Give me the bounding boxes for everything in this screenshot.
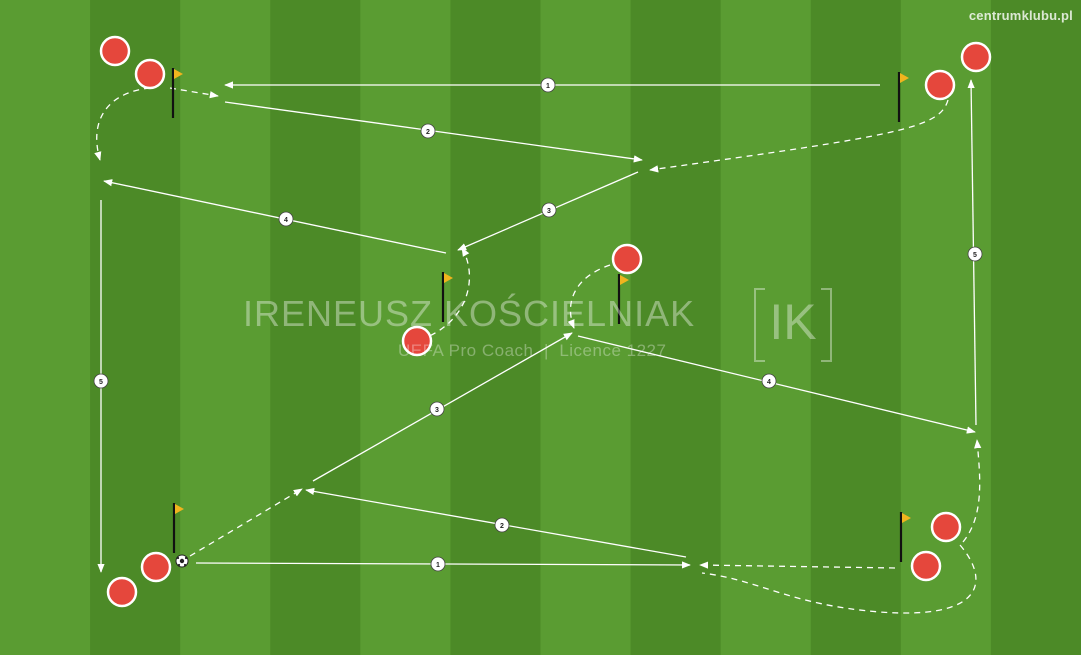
svg-text:4: 4: [767, 379, 771, 386]
pitch-stripe: [270, 0, 362, 655]
svg-text:1: 1: [546, 83, 550, 90]
pitch-stripe: [450, 0, 542, 655]
pitch-stripe: [180, 0, 272, 655]
svg-text:5: 5: [99, 379, 103, 386]
run-top-right: [649, 99, 949, 173]
flag-icon: [441, 272, 453, 322]
run-top-left-flag: [169, 87, 219, 99]
watermark-name: IRENEUSZ KOŚCIELNIAK: [243, 293, 696, 334]
pitch-stripe: [0, 0, 92, 655]
pass-label-5-right: 5: [967, 246, 983, 262]
pass-label-3-top: 3: [541, 202, 557, 218]
flag-icon: [617, 274, 629, 324]
svg-text:3: 3: [547, 208, 551, 215]
logo-frame-icon: [754, 288, 832, 362]
pass-label-2-bottom: 2: [494, 517, 510, 533]
pass-line-4-left: [103, 179, 447, 254]
pitch-stripe: [360, 0, 452, 655]
player-marker-icon: [106, 576, 138, 608]
svg-text:2: 2: [500, 523, 504, 530]
run-bottom-right-loop: [701, 544, 977, 614]
pitch-stripe: [810, 0, 902, 655]
player-marker-icon: [99, 35, 131, 67]
player-marker-icon: [134, 58, 166, 90]
watermark-subtitle: UEFA Pro Coach | Licence 1227: [398, 341, 667, 360]
brand-site-label: centrumklubu.pl: [968, 8, 1073, 23]
pitch-stripe: [990, 0, 1081, 655]
svg-text:4: 4: [284, 217, 288, 224]
pass-label-5-left: 5: [93, 373, 109, 389]
player-marker-icon: [960, 41, 992, 73]
player-marker-icon: [924, 69, 956, 101]
svg-text:5: 5: [973, 252, 977, 259]
pass-label-3-bottom: 3: [429, 401, 445, 417]
pitch-stripe: [540, 0, 632, 655]
run-center-left: [419, 247, 470, 341]
svg-text:3: 3: [435, 407, 439, 414]
watermark-logo-text: IK: [769, 294, 817, 350]
flag-icon: [897, 72, 909, 122]
run-center-right: [567, 264, 611, 329]
pitch-stripe: [630, 0, 722, 655]
player-marker-icon: [140, 551, 172, 583]
pitch-stripe: [720, 0, 812, 655]
flag-icon: [899, 512, 911, 562]
pitch-stripe: [90, 0, 182, 655]
player-marker-icon: [401, 325, 433, 357]
svg-text:1: 1: [436, 562, 440, 569]
pass-label-1-top: 1: [540, 77, 556, 93]
pitch-stripe: [900, 0, 992, 655]
pass-label-2-top: 2: [420, 123, 436, 139]
pass-label-1-bottom: 1: [430, 556, 446, 572]
player-marker-icon: [910, 550, 942, 582]
pass-label-4-right: 4: [761, 373, 777, 389]
watermark-logo: IK: [753, 287, 833, 363]
player-marker-icon: [611, 243, 643, 275]
flag-icon: [171, 68, 183, 118]
run-top-left-start: [94, 87, 151, 161]
player-marker-icon: [930, 511, 962, 543]
pass-line-4-right: [577, 335, 976, 434]
svg-text:2: 2: [426, 129, 430, 136]
flag-icon: [172, 503, 184, 553]
pass-label-4-left: 4: [278, 211, 294, 227]
soccer-ball-icon: [175, 554, 189, 568]
